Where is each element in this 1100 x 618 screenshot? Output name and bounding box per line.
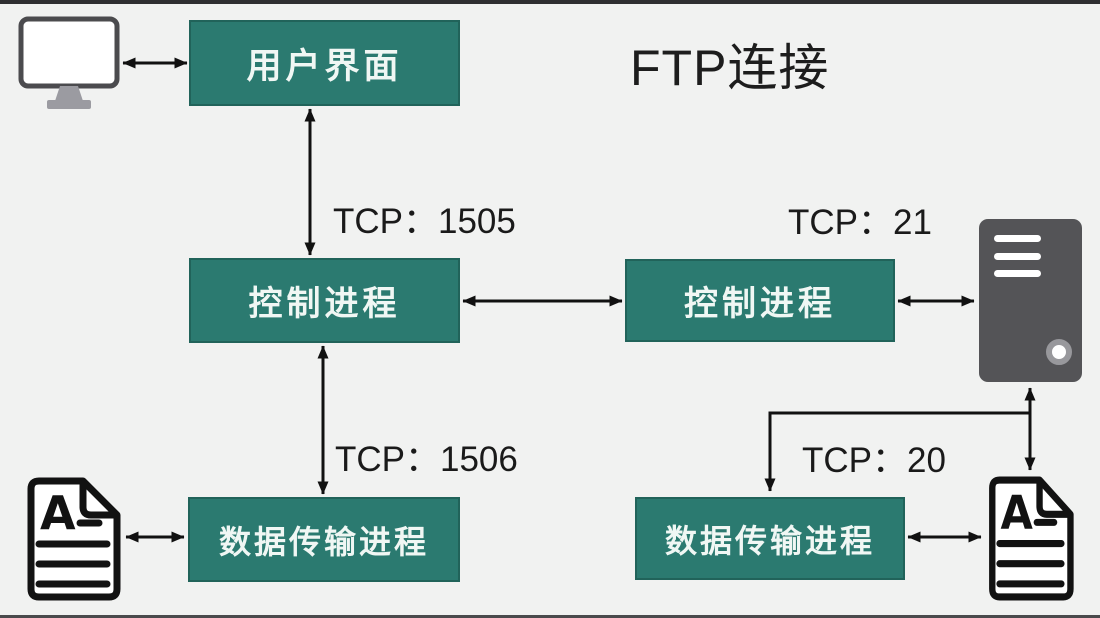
node-control-process-client: 控制进程 xyxy=(189,258,460,343)
node-user-interface-label: 用户界面 xyxy=(246,46,403,86)
label-tcp-1506: TCP：1506 xyxy=(335,440,518,479)
bottom-edge-strip xyxy=(0,615,1100,618)
arrow-elbow-tcp20 xyxy=(764,411,1030,492)
server-tower-icon xyxy=(978,218,1083,383)
node-user-interface: 用户界面 xyxy=(189,20,460,106)
node-data-transfer-process-server-label: 数据传输进程 xyxy=(664,522,875,559)
file-document-icon: A xyxy=(23,476,122,603)
file-letter: A xyxy=(40,486,76,540)
node-control-process-server: 控制进程 xyxy=(625,259,895,342)
top-edge-strip xyxy=(0,0,1100,4)
node-control-process-client-label: 控制进程 xyxy=(248,285,401,323)
page-title: FTP连接 xyxy=(630,40,830,96)
node-data-transfer-process-client-label: 数据传输进程 xyxy=(218,523,429,560)
label-tcp-1505: TCP：1505 xyxy=(333,202,516,241)
file-letter: A xyxy=(1000,486,1032,540)
node-data-transfer-process-server: 数据传输进程 xyxy=(635,497,905,580)
node-control-process-server-label: 控制进程 xyxy=(684,285,836,323)
file-document-icon: A xyxy=(985,475,1075,603)
label-tcp-21: TCP：21 xyxy=(788,203,932,242)
monitor-icon xyxy=(16,14,122,110)
node-data-transfer-process-client: 数据传输进程 xyxy=(188,497,460,582)
label-tcp-20: TCP：20 xyxy=(802,441,946,480)
